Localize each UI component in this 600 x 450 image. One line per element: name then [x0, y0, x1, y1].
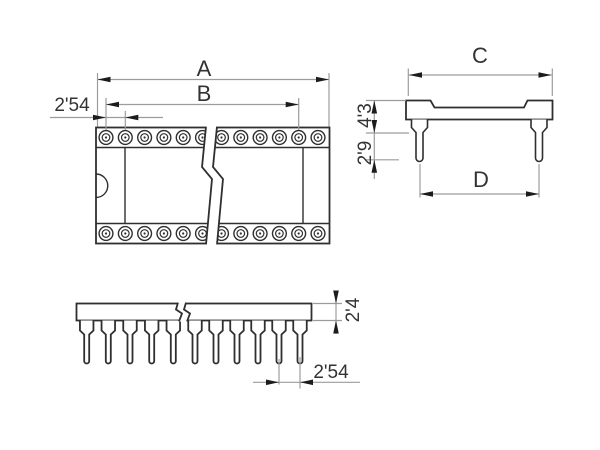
side-view — [75, 302, 313, 365]
pin-hole — [310, 225, 326, 242]
side-break-line-left — [174, 302, 184, 322]
dimension-arrowheads — [93, 72, 552, 386]
side-view-dimensions: 2'4 2'54 — [253, 291, 364, 389]
dimension-arrow — [538, 72, 552, 78]
dimension-arrow — [526, 191, 539, 197]
pin-hole — [233, 129, 249, 146]
dimension-arrow — [125, 114, 139, 121]
dim-label-D: D — [473, 167, 489, 192]
side-pin-row — [79, 320, 308, 365]
side-pin — [122, 320, 138, 365]
pin-hole — [271, 225, 288, 242]
dim-label-A: A — [197, 56, 212, 81]
side-pin — [187, 320, 203, 365]
pin-hole — [137, 225, 153, 242]
dim-label-thickness: 2'4 — [343, 297, 364, 322]
dimension-arrow — [285, 101, 299, 108]
dimension-arrow — [371, 120, 378, 133]
side-pin — [144, 320, 160, 365]
dimension-arrow — [316, 76, 329, 83]
dimension-arrow — [300, 379, 313, 386]
pin-hole — [98, 225, 114, 242]
pin-hole — [252, 225, 268, 242]
pin-hole — [117, 129, 133, 146]
end-pin-right — [530, 119, 548, 163]
end-view — [405, 99, 554, 163]
side-pin — [250, 320, 266, 365]
dim-label-body-height: 4'3 — [355, 103, 376, 128]
top-view-dimensions: A B 2'54 — [50, 56, 330, 130]
pin-hole — [291, 225, 307, 242]
side-break-gap — [176, 302, 190, 322]
break-line-right — [212, 126, 224, 245]
pin-hole — [175, 225, 191, 242]
side-pin — [229, 320, 245, 365]
dimension-arrow — [333, 290, 339, 304]
side-pin — [100, 320, 116, 365]
pin-hole — [137, 129, 153, 146]
pin-hole — [310, 129, 326, 146]
pin-hole — [291, 129, 307, 146]
end-body-outline — [405, 99, 554, 121]
top-view — [95, 126, 331, 245]
end-view-dimensions: C D 4'3 2'9 — [355, 43, 553, 198]
dim-label-C: C — [472, 43, 488, 68]
dimension-arrow — [97, 76, 111, 83]
dimension-arrow — [371, 159, 378, 173]
side-body-outline — [75, 302, 313, 322]
pin1-orientation-notch — [95, 173, 109, 199]
pin-hole — [213, 129, 230, 146]
dimension-arrow — [420, 191, 433, 197]
pin-hole — [156, 225, 172, 242]
break-gap — [202, 126, 223, 245]
dim-label-pin-length: 2'9 — [355, 141, 376, 166]
pin-hole — [252, 129, 268, 146]
side-pin — [208, 320, 224, 365]
dim-label-pitch-top: 2'54 — [54, 95, 90, 116]
dimension-arrow — [266, 379, 279, 386]
pin-hole — [98, 129, 114, 146]
dimension-arrow — [93, 114, 106, 121]
dim-label-pitch-bottom: 2'54 — [313, 362, 349, 383]
side-pin — [165, 320, 181, 365]
end-pin-left — [410, 119, 429, 163]
dim-label-B: B — [197, 81, 212, 106]
side-pin — [79, 320, 95, 365]
dimension-arrow — [409, 72, 422, 78]
side-break-line-right — [182, 302, 192, 322]
pin-hole — [175, 129, 191, 146]
side-pin — [271, 320, 287, 365]
pin-hole — [233, 225, 249, 242]
dimension-arrow — [333, 320, 339, 334]
pin-hole — [117, 225, 133, 242]
break-line-left — [201, 126, 213, 245]
dimension-arrow — [371, 100, 378, 114]
pin-hole — [156, 129, 172, 146]
pin-hole — [271, 129, 288, 146]
dimension-arrow — [106, 101, 119, 108]
